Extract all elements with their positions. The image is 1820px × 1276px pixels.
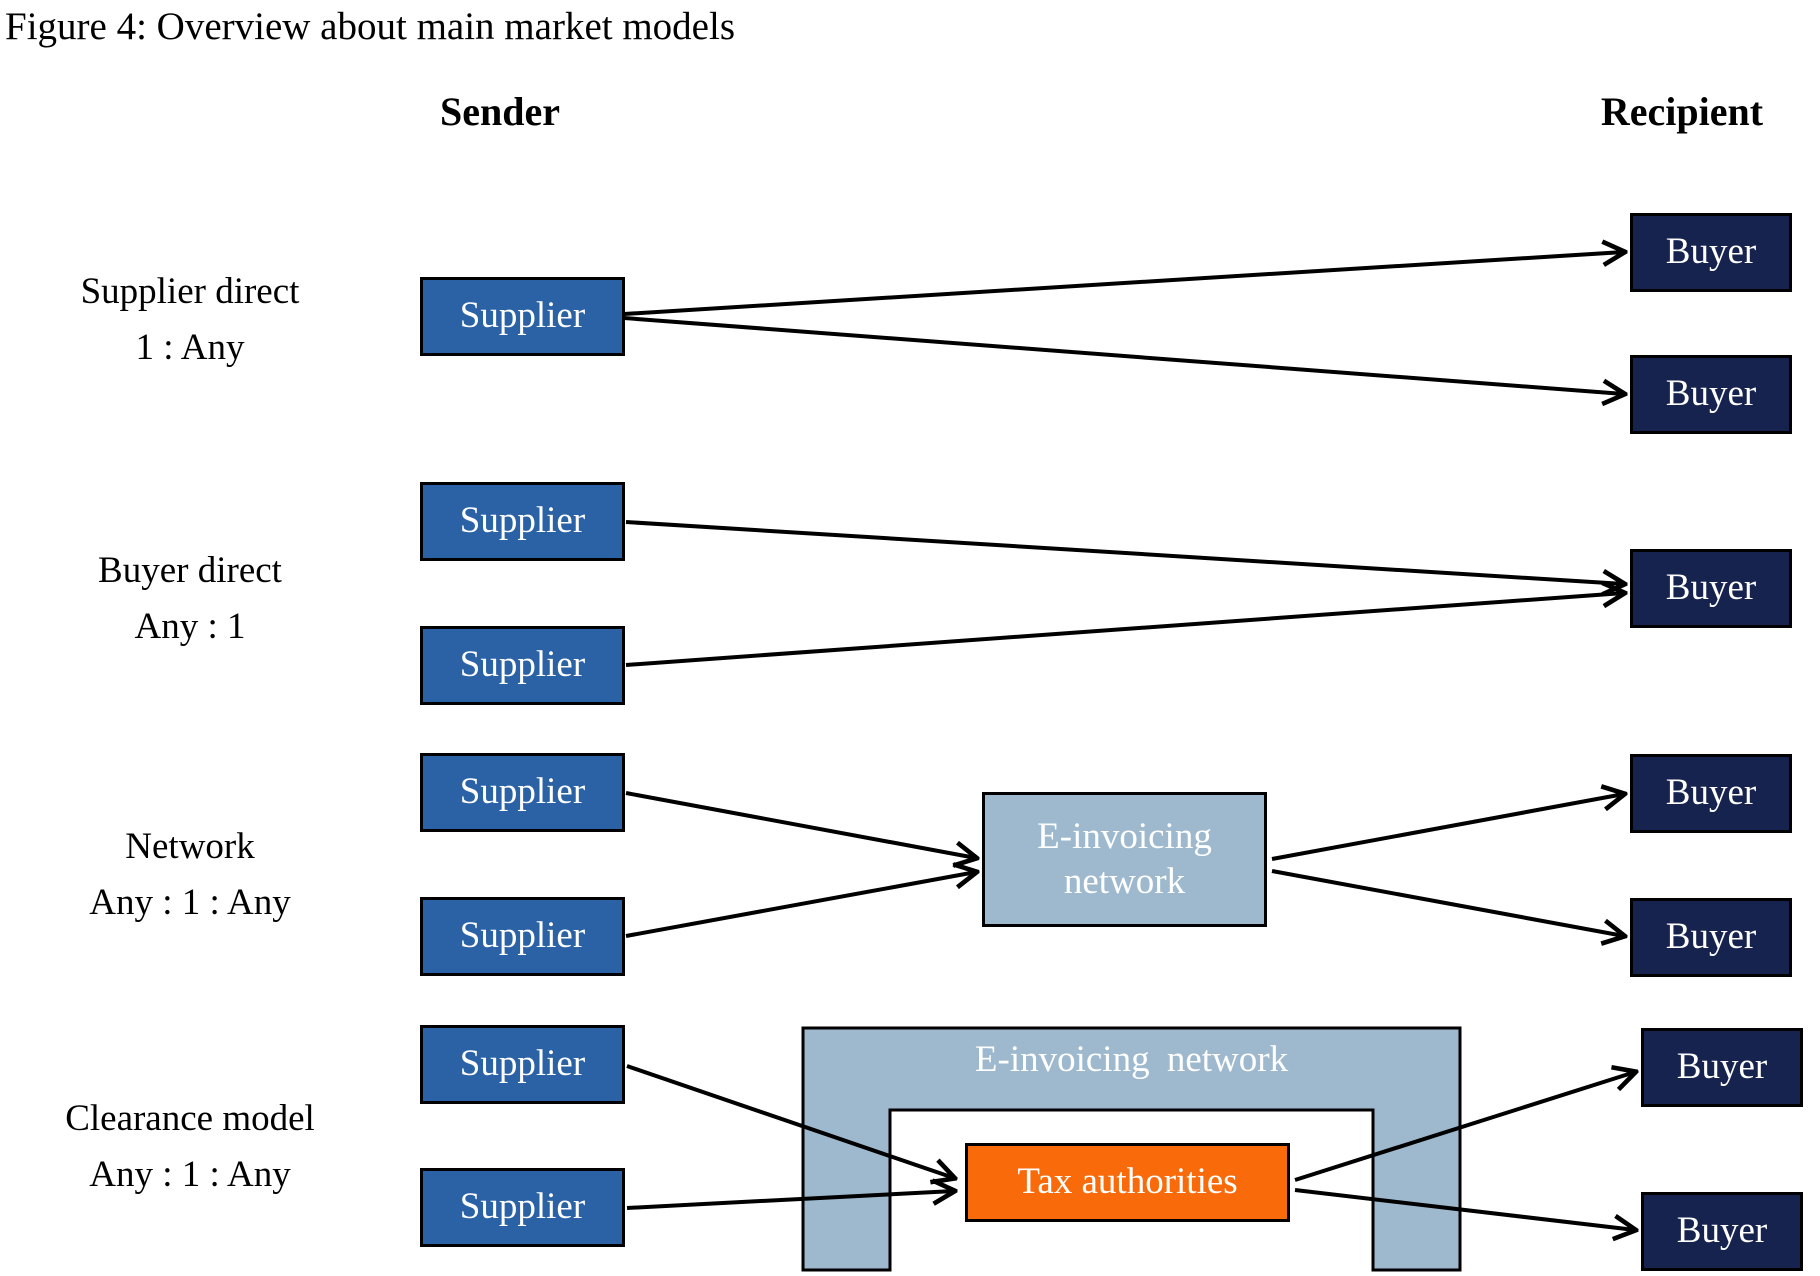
supplier-node: Supplier [420, 753, 625, 832]
column-header-recipient: Recipient [1600, 89, 1764, 134]
buyer-node: Buyer [1641, 1028, 1803, 1107]
tax-authorities-node: Tax authorities [965, 1143, 1290, 1222]
arrow-network-to-buyer1 [1271, 794, 1624, 861]
arrow-tax-to-buyer1 [1294, 1072, 1635, 1182]
arrow-supplier-to-buyer1 [623, 252, 1624, 316]
buyer-node: Buyer [1630, 754, 1792, 833]
arrow-supplier2-to-network [625, 872, 976, 938]
model-label-clearance: Clearance model Any : 1 : Any [10, 1091, 370, 1203]
buyer-node: Buyer [1630, 898, 1792, 977]
buyer-node: Buyer [1641, 1192, 1803, 1271]
supplier-node: Supplier [420, 626, 625, 705]
model-cardinality: 1 : Any [135, 327, 245, 368]
supplier-node: Supplier [420, 1168, 625, 1247]
arrow-supplier2-to-tax [626, 1191, 954, 1210]
model-name: Buyer direct [98, 550, 282, 591]
supplier-node: Supplier [420, 1025, 625, 1104]
model-name: Network [125, 826, 255, 867]
arrow-supplier1-to-buyer [625, 520, 1624, 584]
buyer-node: Buyer [1630, 549, 1792, 628]
model-name: Supplier direct [80, 271, 300, 312]
buyer-node: Buyer [1630, 213, 1792, 292]
supplier-node: Supplier [420, 482, 625, 561]
arrow-network-to-buyer2 [1271, 869, 1624, 936]
e-invoicing-network-node: E-invoicing network [982, 792, 1267, 927]
model-name: Clearance model [65, 1098, 315, 1139]
column-header-sender: Sender [440, 89, 560, 134]
model-cardinality: Any : 1 [134, 606, 246, 647]
arrow-tax-to-buyer2 [1294, 1188, 1635, 1230]
supplier-node: Supplier [420, 277, 625, 356]
arrow-supplier1-to-network [625, 791, 976, 858]
model-cardinality: Any : 1 : Any [89, 1154, 291, 1195]
figure-title: Figure 4: Overview about main market mod… [5, 5, 735, 48]
model-label-network: Network Any : 1 : Any [10, 819, 370, 931]
model-label-supplier-direct: Supplier direct 1 : Any [10, 264, 370, 376]
model-label-buyer-direct: Buyer direct Any : 1 [10, 543, 370, 655]
e-invoicing-network-bridge-shape [801, 1026, 1462, 1272]
supplier-node: Supplier [420, 897, 625, 976]
arrow-supplier2-to-buyer [625, 593, 1624, 667]
arrow-supplier-to-buyer2 [623, 316, 1624, 394]
buyer-node: Buyer [1630, 355, 1792, 434]
model-cardinality: Any : 1 : Any [89, 882, 291, 923]
arrow-supplier1-to-tax [626, 1064, 954, 1178]
